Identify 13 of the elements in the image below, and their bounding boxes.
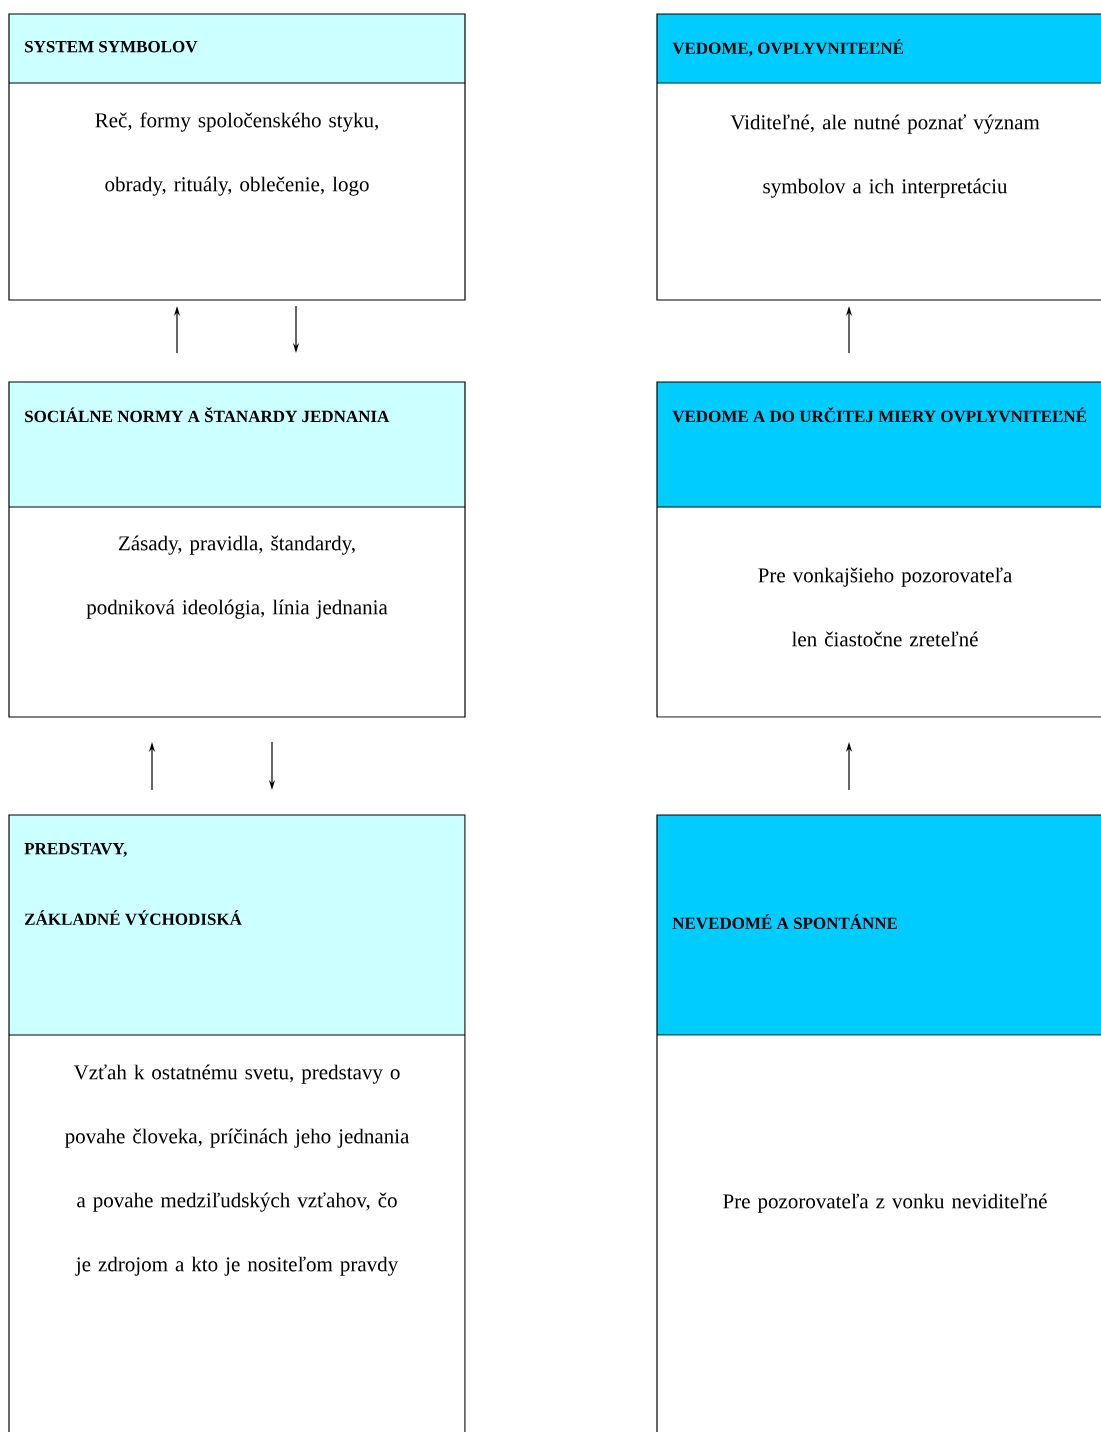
box-heading: VEDOME, OVPLYVNITEĽNÉ [672,39,904,57]
box-heading: SOCIÁLNE NORMY A ŠTANARDY JEDNANIA [25,407,390,423]
box-heading: VEDOME A DO URČITEJ MIERY OVPLYVNITEĽNÉ [672,407,1087,423]
box-text: Reč, formy spoločenského styku, obrady, rituály, oblečenie, logo [95,112,378,196]
box-text: Zásady, pravidla, štandardy, podniková ideológia, línia jednania [86,535,388,619]
box-text: Pre pozorovateľa z vonku neviditeľné [723,1193,1047,1213]
box-heading: ZÁKLADNÉ VÝCHODISKÁ [25,910,242,926]
box-heading: NEVEDOMÉ A SPONTÁNNE [672,914,898,930]
box-heading: PREDSTAVY, [24,842,127,857]
box-heading: SYSTEM SYMBOLOV [25,40,198,53]
box-text: Vzťah k ostatnému svetu, predstavy o povahe človeka, príčinách jeho jednania a povahe medziľudských vzťahov, čo je zdrojom a kto je nositeľom pravdy [65,1064,410,1276]
box-text: Viditeľné, ale nutné poznať význam symbolov a ich interpretáciu [730,114,1040,198]
box-text: Pre vonkajšieho pozorovateľa len čiastočne zreteľné [758,567,1013,647]
